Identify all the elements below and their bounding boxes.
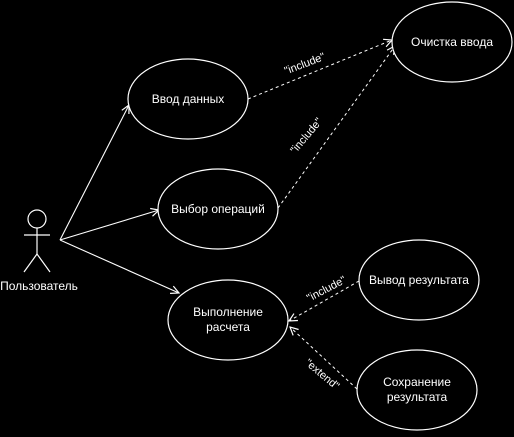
association-select-op[interactable] <box>59 210 159 241</box>
use-case-save-label-line2: результата <box>387 390 448 404</box>
use-case-input[interactable]: Ввод данных <box>127 58 249 140</box>
use-case-output[interactable]: Вывод результата <box>358 239 480 321</box>
actor-right-leg <box>36 253 51 273</box>
include-output-calc-line[interactable] <box>289 280 360 321</box>
actor-user[interactable]: Пользователь <box>0 209 78 293</box>
use-case-save-label-line1: Сохранение <box>383 375 451 389</box>
association-calc[interactable] <box>59 239 179 293</box>
include-input-clear-label: "include" <box>283 51 327 78</box>
use-case-select-op[interactable]: Выбор операций <box>157 168 279 250</box>
actor-label: Пользователь <box>0 279 78 293</box>
use-case-save[interactable]: Сохранение результата <box>356 349 478 431</box>
use-case-select-op-label: Выбор операций <box>171 202 265 216</box>
use-case-output-label: Вывод результата <box>369 273 469 287</box>
use-case-clear[interactable]: Очистка ввода <box>391 1 513 83</box>
use-case-input-label: Ввод данных <box>152 92 225 106</box>
association-input[interactable] <box>59 105 129 241</box>
use-case-clear-label: Очистка ввода <box>411 35 493 49</box>
use-case-calc-label-line2: расчета <box>206 320 250 334</box>
include-select-clear-label: "include" <box>288 116 325 156</box>
use-case-calc[interactable]: Выполнение расчета <box>167 279 289 361</box>
extend-save-calc-label: "extend" <box>302 357 341 393</box>
include-input-clear-line[interactable] <box>247 40 392 100</box>
use-case-calc-label-line1: Выполнение <box>193 305 263 319</box>
actor-left-leg <box>23 253 38 273</box>
actor-head <box>27 209 47 229</box>
